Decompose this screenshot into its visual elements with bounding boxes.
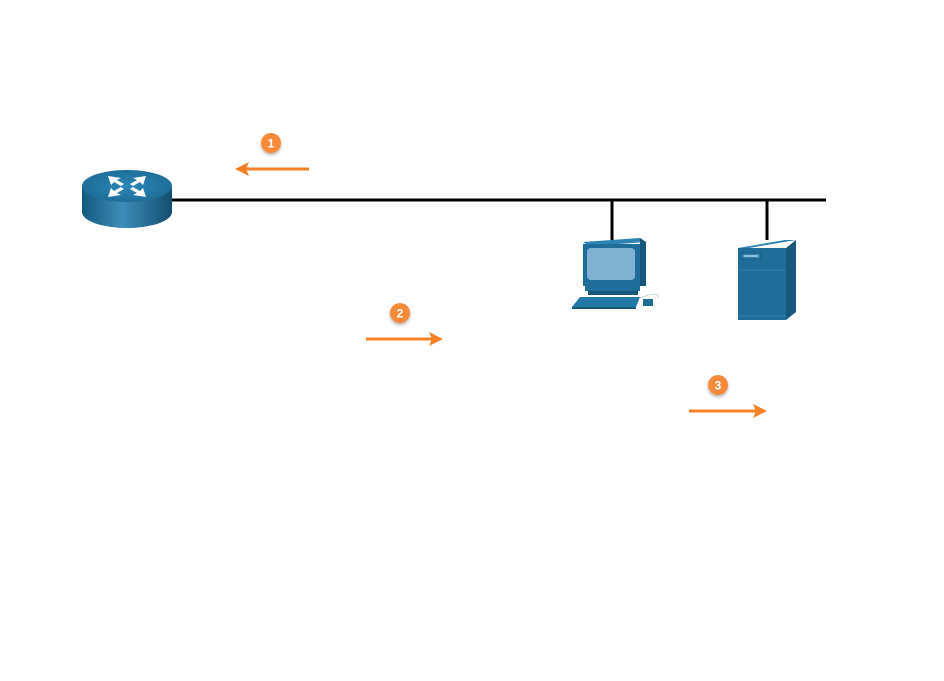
step-number-3: 3 [715, 379, 722, 393]
step-1: 1 [235, 133, 309, 176]
pc-icon[interactable] [572, 238, 659, 309]
step-badge-2 [390, 303, 410, 323]
step-2: 2 [366, 303, 443, 346]
server-icon[interactable] [738, 240, 796, 320]
step-number-2: 2 [397, 307, 404, 321]
step-badge-1 [261, 133, 281, 153]
step-3: 3 [689, 375, 767, 418]
step-badge-3 [708, 375, 728, 395]
step-number-1: 1 [268, 137, 275, 151]
router-icon[interactable] [82, 170, 172, 228]
